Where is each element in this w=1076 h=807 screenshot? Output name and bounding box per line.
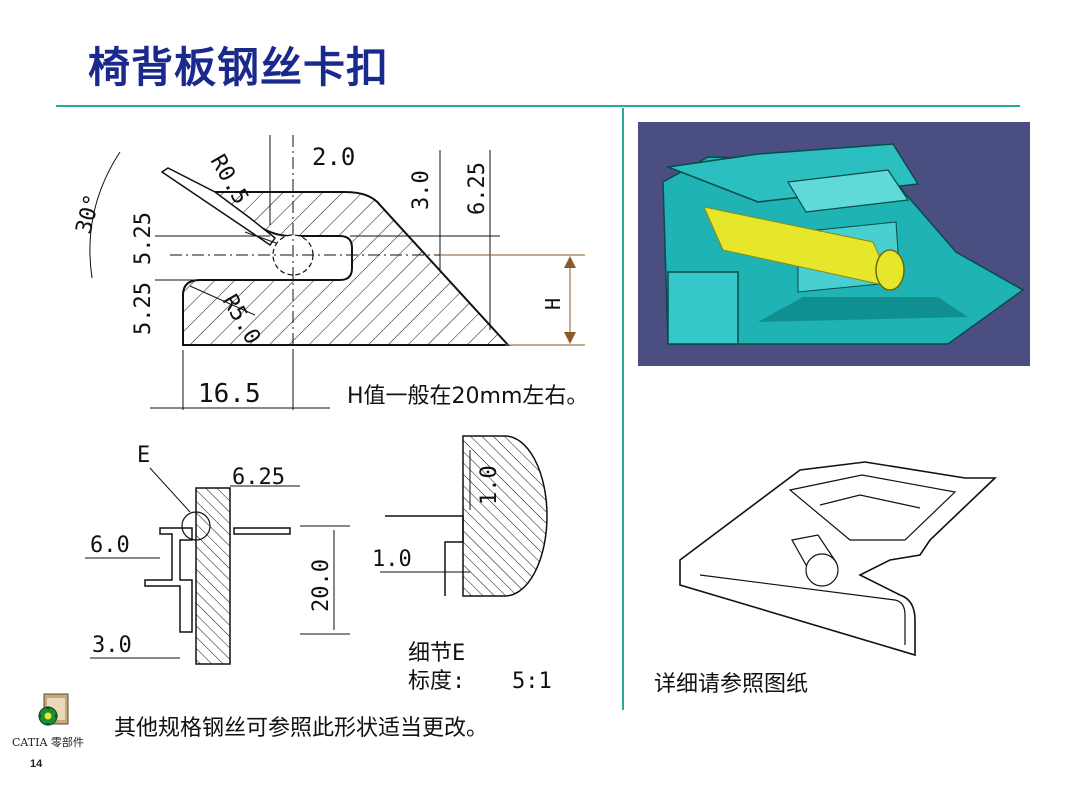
- catia-part-icon[interactable]: [36, 692, 72, 728]
- render-3d-image: [662, 143, 1025, 345]
- dim-16-5: 16.5: [198, 379, 261, 409]
- scale-value: 5:1: [512, 669, 552, 694]
- dim-20-0: 20.0: [309, 559, 334, 612]
- other-sizes-note: 其他规格钢丝可参照此形状适当更改。: [114, 716, 489, 741]
- scale-label: 标度:: [408, 669, 465, 694]
- dim-h: H: [541, 298, 565, 310]
- render-3d-panel: [638, 122, 1030, 366]
- technical-drawings: 30° R0.5 2.0 3.0 6.25 5.25 5.25 R5.0 16.…: [72, 135, 585, 694]
- dim-3-0-front: 3.0: [92, 633, 132, 658]
- catia-file-label[interactable]: CATIA 零部件: [12, 736, 84, 749]
- dim-2-0: 2.0: [312, 143, 355, 171]
- dim-5-25-a: 5.25: [131, 212, 156, 265]
- dim-5-25-b: 5.25: [131, 282, 156, 335]
- title-divider: [56, 105, 1020, 107]
- dim-angle: 30°: [72, 192, 106, 237]
- top-section-view: 30° R0.5 2.0 3.0 6.25 5.25 5.25 R5.0 16.…: [72, 135, 585, 410]
- vertical-divider: [622, 108, 624, 710]
- label-e: E: [137, 443, 150, 468]
- slide-title: 椅背板钢丝卡扣: [88, 43, 390, 92]
- detail-label: 细节E: [408, 641, 465, 666]
- dim-1-0-vertical: 1.0: [477, 465, 502, 505]
- page-number: 14: [30, 758, 43, 770]
- dim-6-25-front: 6.25: [232, 465, 285, 490]
- see-drawing-note: 详细请参照图纸: [654, 672, 809, 697]
- dim-1-0-horizontal: 1.0: [372, 547, 412, 572]
- h-value-note: H值一般在20mm左右。: [347, 384, 589, 409]
- dim-6-25: 6.25: [465, 162, 490, 215]
- dim-6-0: 6.0: [90, 533, 130, 558]
- detail-e-view: 1.0 1.0 细节E 标度: 5:1: [372, 435, 552, 694]
- front-view: E 6.25 6.0 20.0 3.0: [85, 443, 350, 665]
- dim-3-0: 3.0: [409, 170, 434, 210]
